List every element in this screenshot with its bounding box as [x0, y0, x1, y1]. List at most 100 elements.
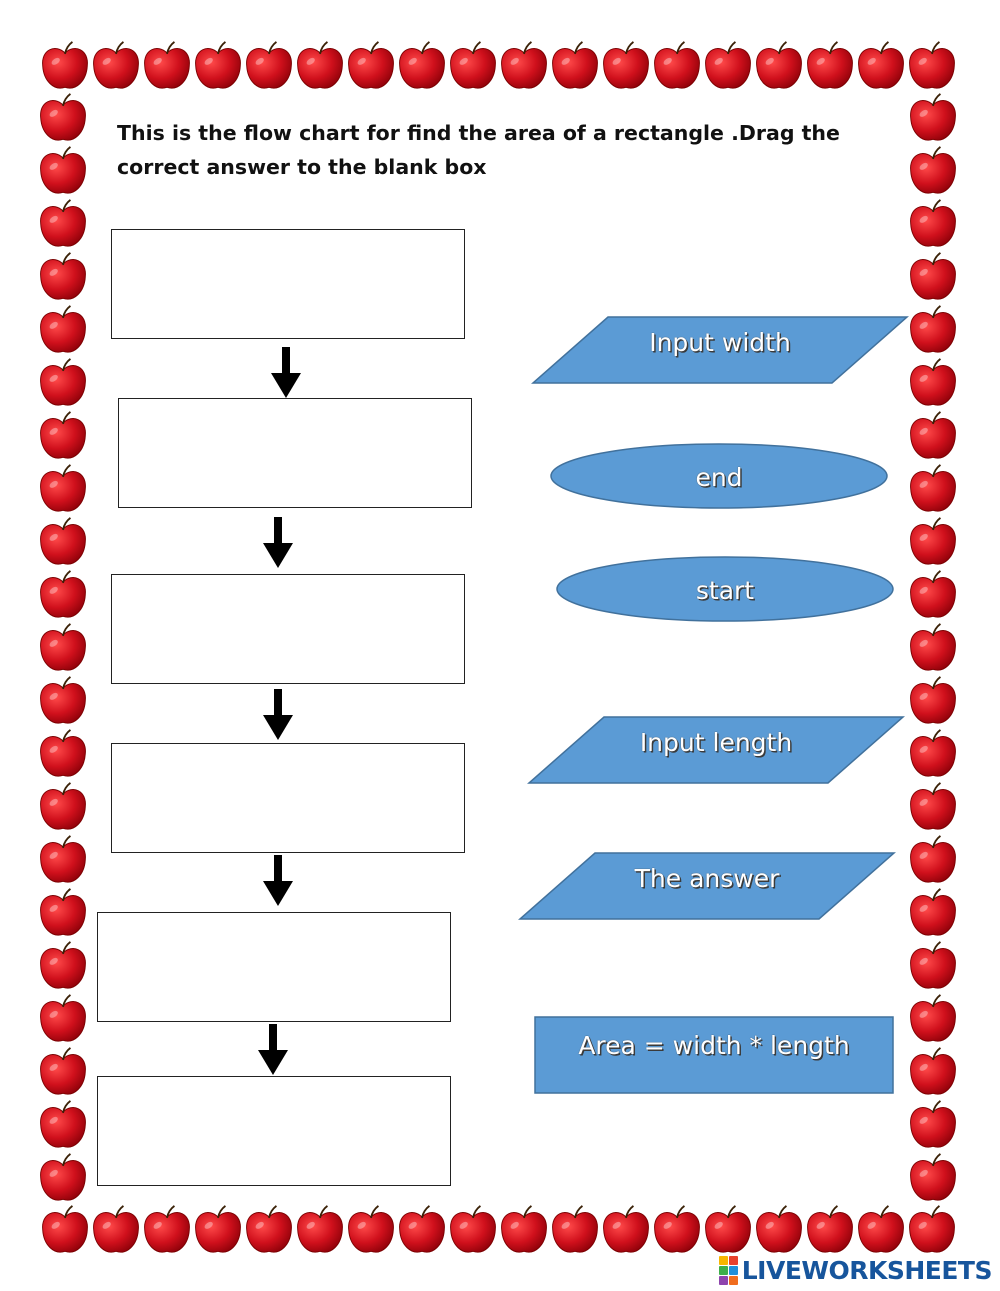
apple-icon [39, 251, 87, 301]
apple-icon [704, 40, 752, 90]
area-formula-option[interactable]: Area = width * length [534, 1016, 894, 1094]
apple-icon [398, 1204, 446, 1254]
apple-icon [39, 516, 87, 566]
apple-icon [347, 1204, 395, 1254]
apple-icon [909, 781, 957, 831]
apple-icon [500, 1204, 548, 1254]
apple-icon [909, 1152, 957, 1202]
apple-icon [41, 1204, 89, 1254]
instructions-text: This is the flow chart for find the area… [117, 121, 840, 179]
apple-icon [245, 40, 293, 90]
apple-icon [39, 675, 87, 725]
apple-icon [92, 1204, 140, 1254]
apple-icon [909, 463, 957, 513]
apple-icon [909, 198, 957, 248]
apple-icon [755, 1204, 803, 1254]
apple-icon [194, 1204, 242, 1254]
apple-icon [857, 40, 905, 90]
apple-icon [39, 1046, 87, 1096]
apple-icon [909, 834, 957, 884]
apple-icon [909, 940, 957, 990]
apple-icon [551, 40, 599, 90]
arrow-down-icon [271, 347, 301, 398]
ellipse-shape [556, 556, 894, 622]
apple-icon [857, 1204, 905, 1254]
apple-icon [909, 675, 957, 725]
drop-box-3[interactable] [111, 574, 465, 684]
arrow-down-icon [258, 1024, 288, 1075]
parallelogram-shape [531, 316, 909, 384]
apple-icon [39, 1099, 87, 1149]
apple-icon [909, 357, 957, 407]
apple-icon [39, 1152, 87, 1202]
apple-icon [909, 516, 957, 566]
apple-icon [909, 1099, 957, 1149]
arrow-down-icon [263, 517, 293, 568]
parallelogram-shape [518, 852, 896, 920]
drop-box-1[interactable] [111, 229, 465, 339]
apple-icon [909, 145, 957, 195]
apple-icon [92, 40, 140, 90]
apple-icon [602, 1204, 650, 1254]
apple-icon [909, 887, 957, 937]
input-width-option[interactable]: Input width [531, 316, 909, 384]
apple-icon [909, 410, 957, 460]
arrow-down-icon [263, 855, 293, 906]
drop-box-5[interactable] [97, 912, 451, 1022]
drop-box-6[interactable] [97, 1076, 451, 1186]
end-option[interactable]: end [550, 443, 888, 509]
drop-box-2[interactable] [118, 398, 472, 508]
apple-icon [449, 40, 497, 90]
apple-icon [39, 410, 87, 460]
logo-grid-icon [718, 1255, 738, 1285]
the-answer-option[interactable]: The answer [518, 852, 896, 920]
apple-icon [500, 40, 548, 90]
apple-icon [908, 40, 956, 90]
apple-icon [909, 251, 957, 301]
input-length-option[interactable]: Input length [527, 716, 905, 784]
apple-icon [39, 834, 87, 884]
apple-icon [39, 940, 87, 990]
apple-icon [653, 40, 701, 90]
apple-icon [39, 145, 87, 195]
apple-icon [39, 728, 87, 778]
apple-icon [755, 40, 803, 90]
apple-icon [39, 304, 87, 354]
apple-icon [398, 40, 446, 90]
rectangle-shape [534, 1016, 894, 1094]
apple-icon [39, 781, 87, 831]
apple-icon [245, 1204, 293, 1254]
apple-icon [39, 622, 87, 672]
apple-icon [296, 40, 344, 90]
apple-icon [909, 569, 957, 619]
apple-icon [704, 1204, 752, 1254]
apple-icon [41, 40, 89, 90]
apple-icon [909, 728, 957, 778]
start-option[interactable]: start [556, 556, 894, 622]
brand-name: LIVEWORKSHEETS [741, 1255, 993, 1285]
apple-icon [39, 887, 87, 937]
apple-icon [909, 304, 957, 354]
apple-icon [806, 1204, 854, 1254]
apple-icon [909, 622, 957, 672]
apple-icon [143, 1204, 191, 1254]
apple-icon [909, 993, 957, 1043]
liveworksheets-logo: LIVEWORKSHEETS [718, 1255, 993, 1285]
apple-icon [449, 1204, 497, 1254]
apple-icon [551, 1204, 599, 1254]
arrow-down-icon [263, 689, 293, 740]
apple-icon [909, 92, 957, 142]
apple-icon [39, 463, 87, 513]
apple-icon [39, 357, 87, 407]
apple-icon [296, 1204, 344, 1254]
apple-icon [653, 1204, 701, 1254]
apple-icon [39, 198, 87, 248]
apple-icon [39, 993, 87, 1043]
parallelogram-shape [527, 716, 905, 784]
apple-icon [39, 569, 87, 619]
apple-icon [908, 1204, 956, 1254]
drop-box-4[interactable] [111, 743, 465, 853]
apple-icon [194, 40, 242, 90]
apple-icon [909, 1046, 957, 1096]
apple-icon [39, 92, 87, 142]
